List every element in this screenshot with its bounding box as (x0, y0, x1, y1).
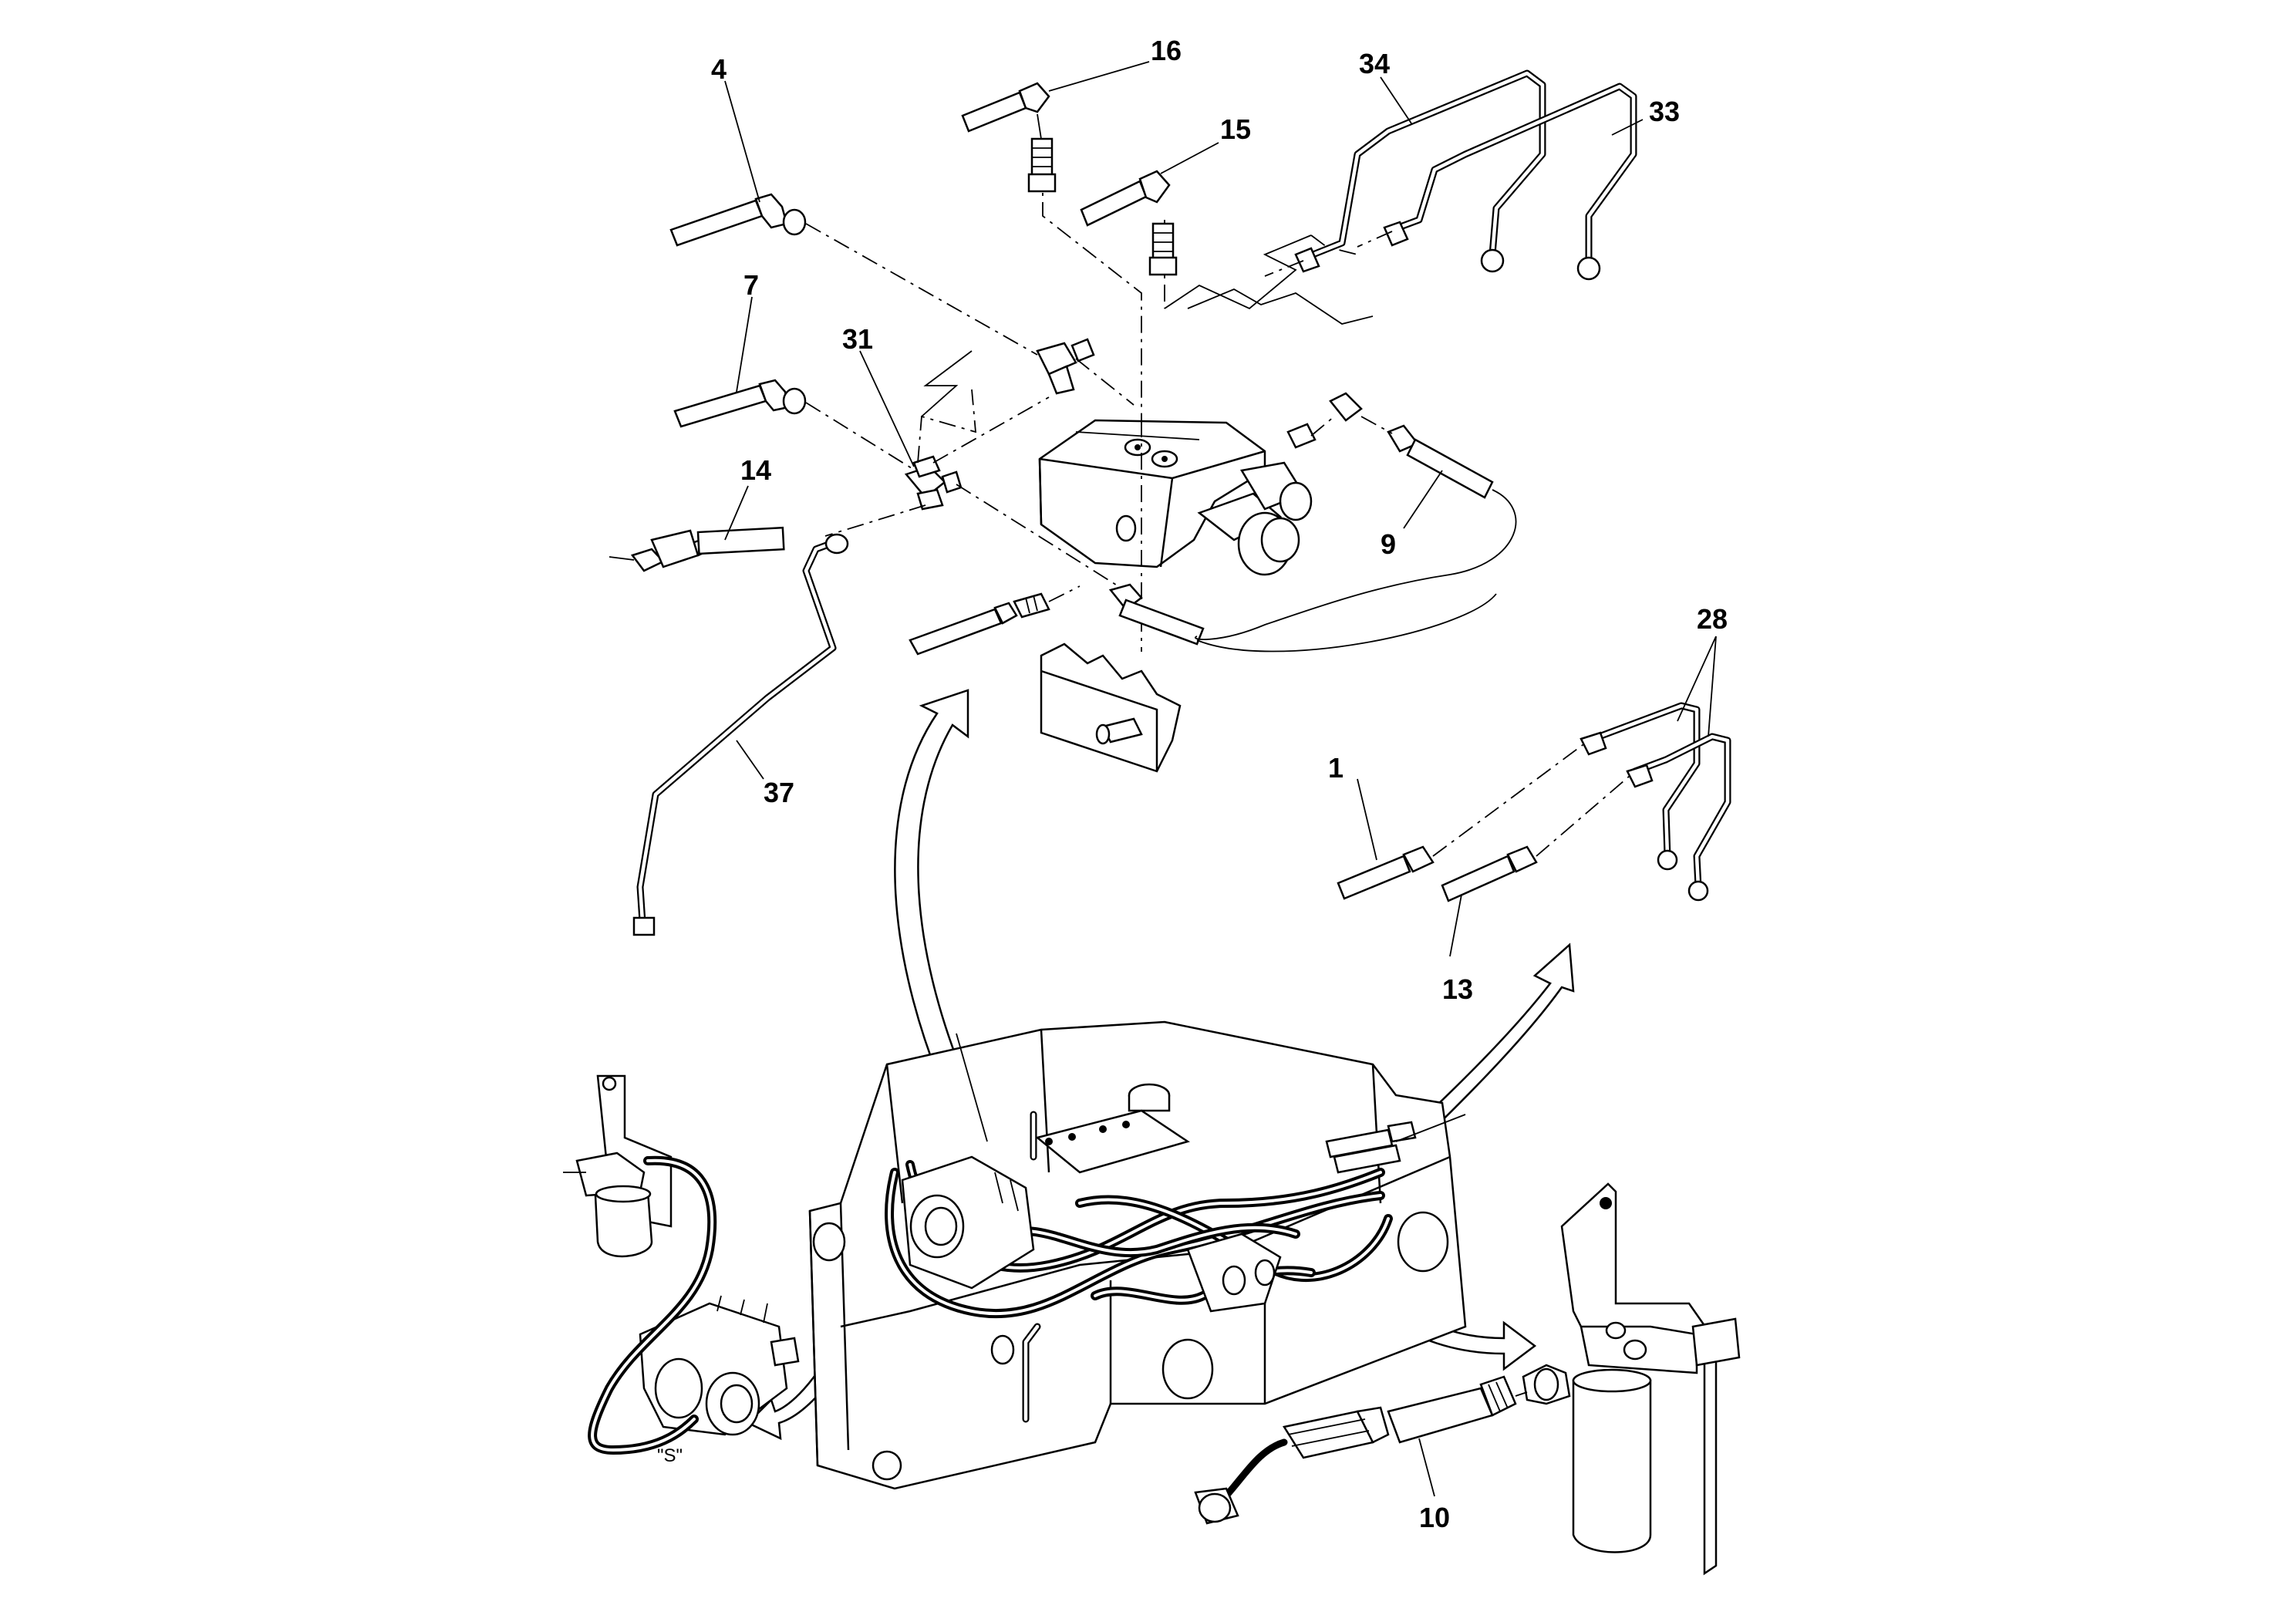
callout-37: 37 (764, 777, 794, 808)
valve-in-chassis (1186, 1233, 1282, 1313)
arrow-up-to-block (894, 689, 975, 1112)
hose-fitting-15 (1080, 170, 1178, 276)
block-section-view (1040, 642, 1182, 773)
hose-fitting-7 (673, 379, 807, 428)
callout-4: 4 (711, 53, 727, 85)
hose-fitting-16 (961, 82, 1057, 193)
standalone-pump (639, 1295, 800, 1436)
fitting-lower-left (909, 592, 1050, 656)
hose-fitting-13 (1441, 845, 1538, 902)
leader-lines (724, 61, 1717, 1497)
pipe-34 (1294, 69, 1546, 273)
standalone-filter (563, 1074, 673, 1258)
pipe-28 (1580, 702, 1731, 902)
callout-15: 15 (1220, 113, 1251, 145)
callout-7: 7 (743, 269, 759, 301)
s-hose-mark: "S" (657, 1445, 683, 1466)
hose-fitting-10 (1194, 1375, 1517, 1525)
callout-28: 28 (1697, 603, 1728, 635)
cross-fitting-31 (904, 455, 963, 511)
hose-fitting-9 (1286, 392, 1494, 499)
tee-fitting-top (1036, 338, 1095, 395)
callout-13: 13 (1442, 973, 1473, 1005)
callout-10: 10 (1419, 1502, 1450, 1533)
callout-31: 31 (842, 323, 873, 355)
callout-34: 34 (1359, 48, 1390, 79)
callout-33: 33 (1649, 96, 1680, 127)
hose-fitting-14 (630, 526, 785, 572)
chassis-fittings-row (1325, 1121, 1417, 1174)
hose-fitting-4 (669, 193, 807, 247)
callout-14: 14 (740, 454, 771, 486)
s-hose (588, 1155, 717, 1455)
valve-block-group (1038, 419, 1313, 576)
pipe-37 (632, 533, 849, 936)
pump-in-chassis (901, 1155, 1035, 1290)
callout-1: 1 (1328, 752, 1344, 784)
callout-16: 16 (1151, 35, 1182, 66)
fitting-lower-right (1108, 583, 1205, 646)
hose-fitting-1 (1337, 845, 1435, 900)
filter-assembly-right (1522, 1182, 1741, 1576)
callout-9: 9 (1381, 528, 1396, 560)
pipe-33 (1383, 83, 1637, 281)
